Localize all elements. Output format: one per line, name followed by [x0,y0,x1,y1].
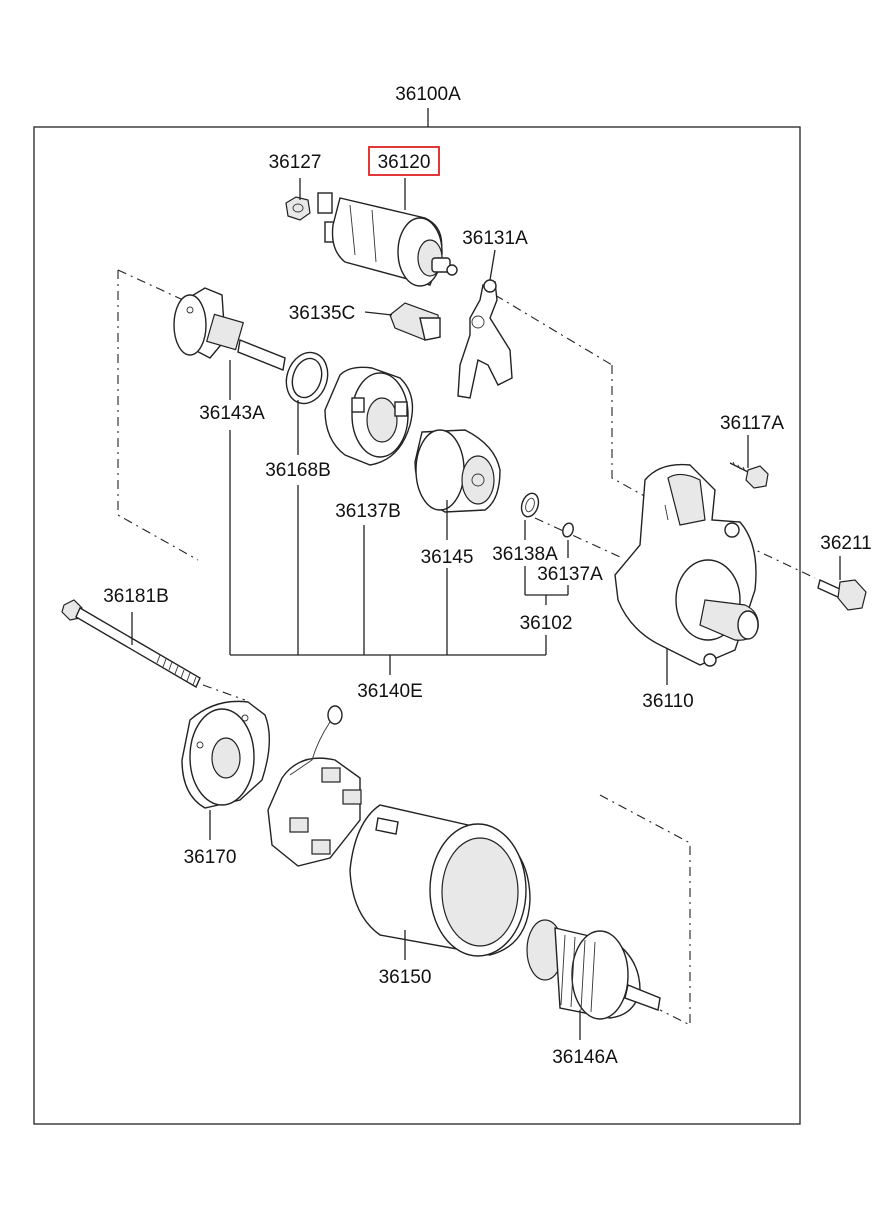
label-36131A[interactable]: 36131A [462,228,528,249]
nut-36127 [285,196,311,221]
clip-36137A [562,522,574,538]
assembly-frame [33,126,801,1125]
shaft-36143A [173,287,286,371]
label-36138A[interactable]: 36138A [492,544,558,565]
label-36137A[interactable]: 36137A [537,564,603,585]
label-36170[interactable]: 36170 [184,847,237,868]
yoke-36150 [349,804,531,957]
bracket-36110 [614,463,759,667]
label-36143A[interactable]: 36143A [199,403,265,424]
lever-36131A [457,279,513,399]
bolt-36117A [729,461,769,489]
bolt-36211 [817,579,867,611]
label-36100A: 36100A [395,84,461,105]
bolt-36181B [61,599,201,688]
ring-36138A [520,492,540,518]
armature-36146A [526,919,661,1020]
label-36135C[interactable]: 36135C [289,303,356,324]
label-36127[interactable]: 36127 [269,152,322,173]
label-36211[interactable]: 36211 [820,533,871,554]
axis-lines [117,269,816,1026]
highlight-box-36120 [368,146,440,176]
label-36146A[interactable]: 36146A [552,1047,618,1068]
cover-36170 [181,700,271,809]
housing-36137B [324,366,414,466]
label-36117A[interactable]: 36117A [720,413,784,434]
label-36181B[interactable]: 36181B [103,586,169,607]
label-36150[interactable]: 36150 [379,967,432,988]
leader-lines [131,178,841,1040]
label-36102[interactable]: 36102 [520,613,573,634]
label-36120[interactable]: 36120 [378,152,431,173]
label-36168B[interactable]: 36168B [265,460,331,481]
solenoid-36120 [317,192,458,287]
washer-36168B [285,351,329,405]
label-36110[interactable]: 36110 [642,691,693,712]
plate-36135C [389,302,441,341]
brush-holder [267,705,362,867]
label-36137B[interactable]: 36137B [335,501,401,522]
label-36145[interactable]: 36145 [421,547,474,568]
label-36140E[interactable]: 36140E [357,681,423,702]
gear-36145 [414,429,501,513]
